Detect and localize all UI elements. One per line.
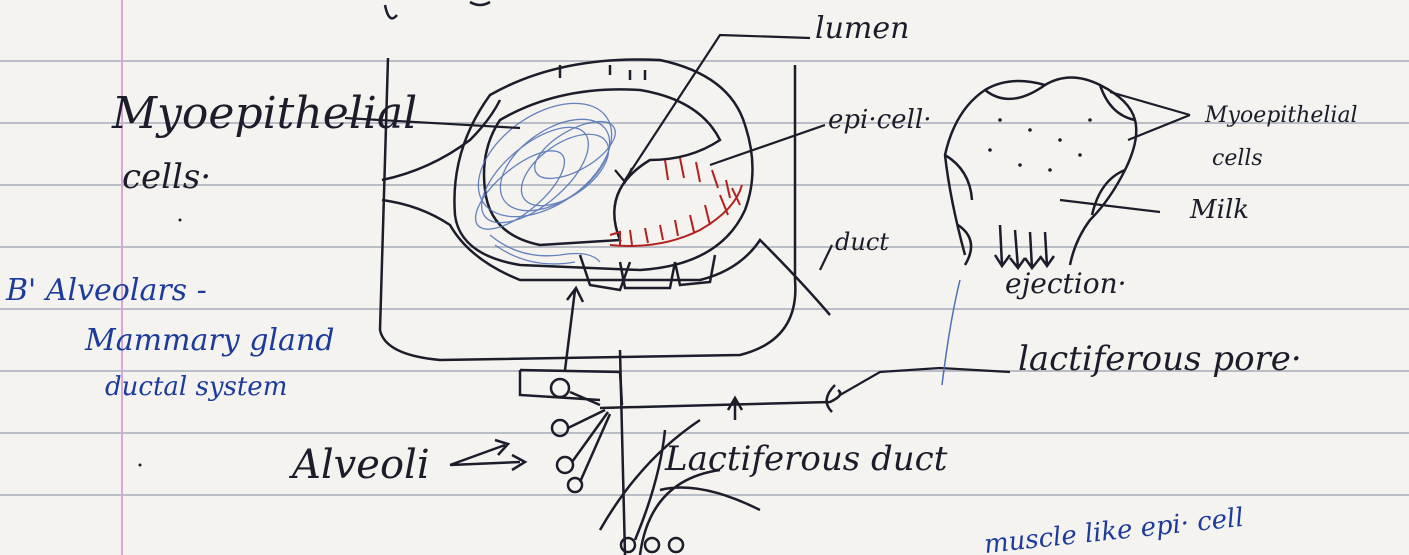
alveolus-section-diagram — [380, 58, 830, 360]
branch-box — [520, 370, 622, 405]
alveoli-buds — [551, 379, 683, 552]
label-myoepithelial-right-2: cells — [1212, 146, 1263, 171]
lactiferous-duct-line — [600, 390, 840, 408]
top-scribble — [385, 2, 490, 18]
duct-label-arrow — [728, 398, 742, 420]
label-lactiferous-duct: Lactiferous duct — [664, 439, 948, 479]
bud-stems — [568, 392, 610, 482]
duct-lower-wall — [382, 200, 830, 315]
ejection-arrows — [995, 225, 1054, 268]
epi-cell-leader — [710, 125, 825, 165]
label-lactiferous-pore: lactiferous pore· — [1018, 339, 1302, 379]
label-epi-cell: epi·cell· — [828, 105, 931, 135]
lumen-leader — [615, 35, 810, 182]
pore-curve — [827, 385, 835, 412]
outer-boundary — [380, 58, 795, 360]
note-bottom: muscle like epi· cell — [983, 503, 1245, 555]
alveoli-arrows — [450, 440, 525, 470]
pore-leader — [840, 368, 1010, 395]
label-milk: Milk — [1189, 195, 1249, 225]
label-lumen: lumen — [815, 11, 909, 46]
label-duct: duct — [835, 228, 889, 256]
duct-leader — [820, 245, 832, 270]
note-heading: B' Alveolars - — [5, 273, 207, 308]
label-myoepithelial-left-2: cells· — [122, 157, 211, 197]
note-line-3: ductal system — [105, 372, 287, 402]
alveolus-outline — [945, 78, 1136, 266]
ductal-system — [450, 288, 840, 555]
label-ejection: ejection· — [1005, 267, 1127, 300]
alveolus-ejection-diagram — [945, 78, 1136, 269]
top-notches — [560, 65, 645, 80]
milk-leader — [1060, 200, 1160, 212]
vertical-line — [620, 350, 625, 555]
label-myoepithelial-left-1: Myoepithelial — [111, 88, 417, 139]
label-alveoli: Alveoli — [288, 442, 430, 488]
note-line-2: Mammary gland — [84, 323, 334, 358]
label-myoepithelial-right-1: Myoepithelial — [1204, 103, 1358, 128]
lower-cell-blocks — [580, 255, 715, 290]
myoepithelial-bumps — [945, 85, 1135, 265]
